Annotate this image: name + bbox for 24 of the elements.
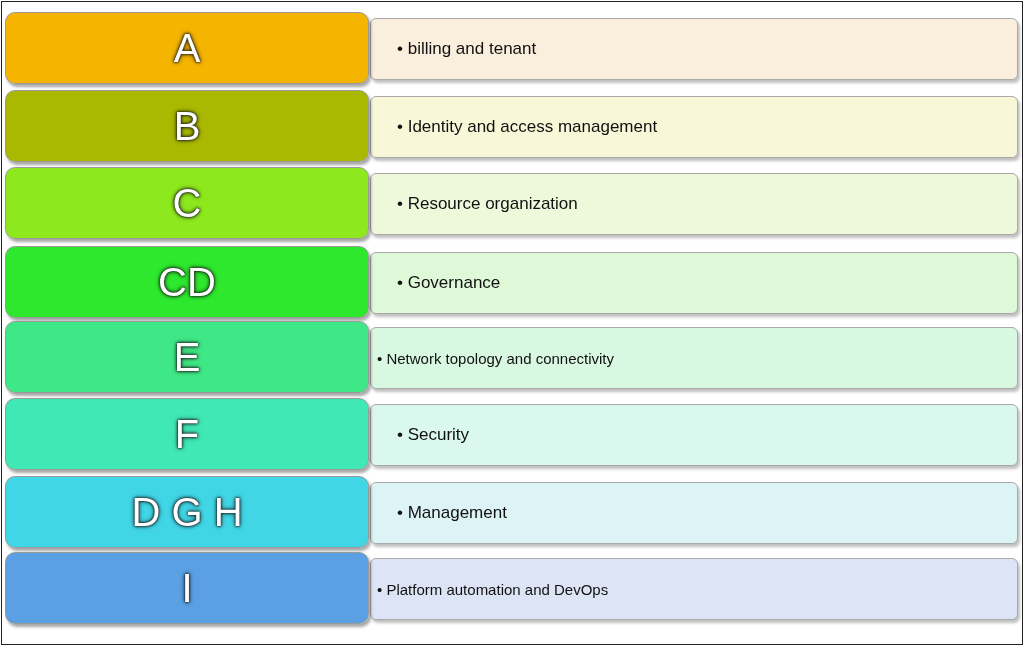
topic-band — [370, 404, 1018, 466]
topic-band — [370, 96, 1018, 158]
letter-box: F — [5, 398, 369, 470]
bullet-text: • Governance — [397, 273, 501, 293]
bullet-text: • Resource organization — [397, 194, 578, 214]
bullet-text: • Identity and access management — [397, 117, 658, 137]
letter-box: E — [5, 321, 369, 393]
letter-box: B — [5, 90, 369, 162]
bullet-text: • Platform automation and DevOps — [377, 580, 609, 598]
topic-band — [370, 252, 1018, 314]
bullet-text: • Network topology and connectivity — [377, 349, 615, 367]
bullet-text: • Security — [397, 425, 470, 445]
bullet-text: • billing and tenant — [397, 39, 537, 59]
letter-box: CD — [5, 246, 369, 318]
letter-box: D G H — [5, 476, 369, 548]
topic-band — [370, 558, 1018, 620]
topic-band — [370, 327, 1018, 389]
topic-band — [370, 482, 1018, 544]
bullet-text: • Management — [397, 503, 507, 523]
letter-box: I — [5, 552, 369, 624]
topic-band — [370, 18, 1018, 80]
letter-box: A — [5, 12, 369, 84]
letter-box: C — [5, 167, 369, 239]
topic-band — [370, 173, 1018, 235]
